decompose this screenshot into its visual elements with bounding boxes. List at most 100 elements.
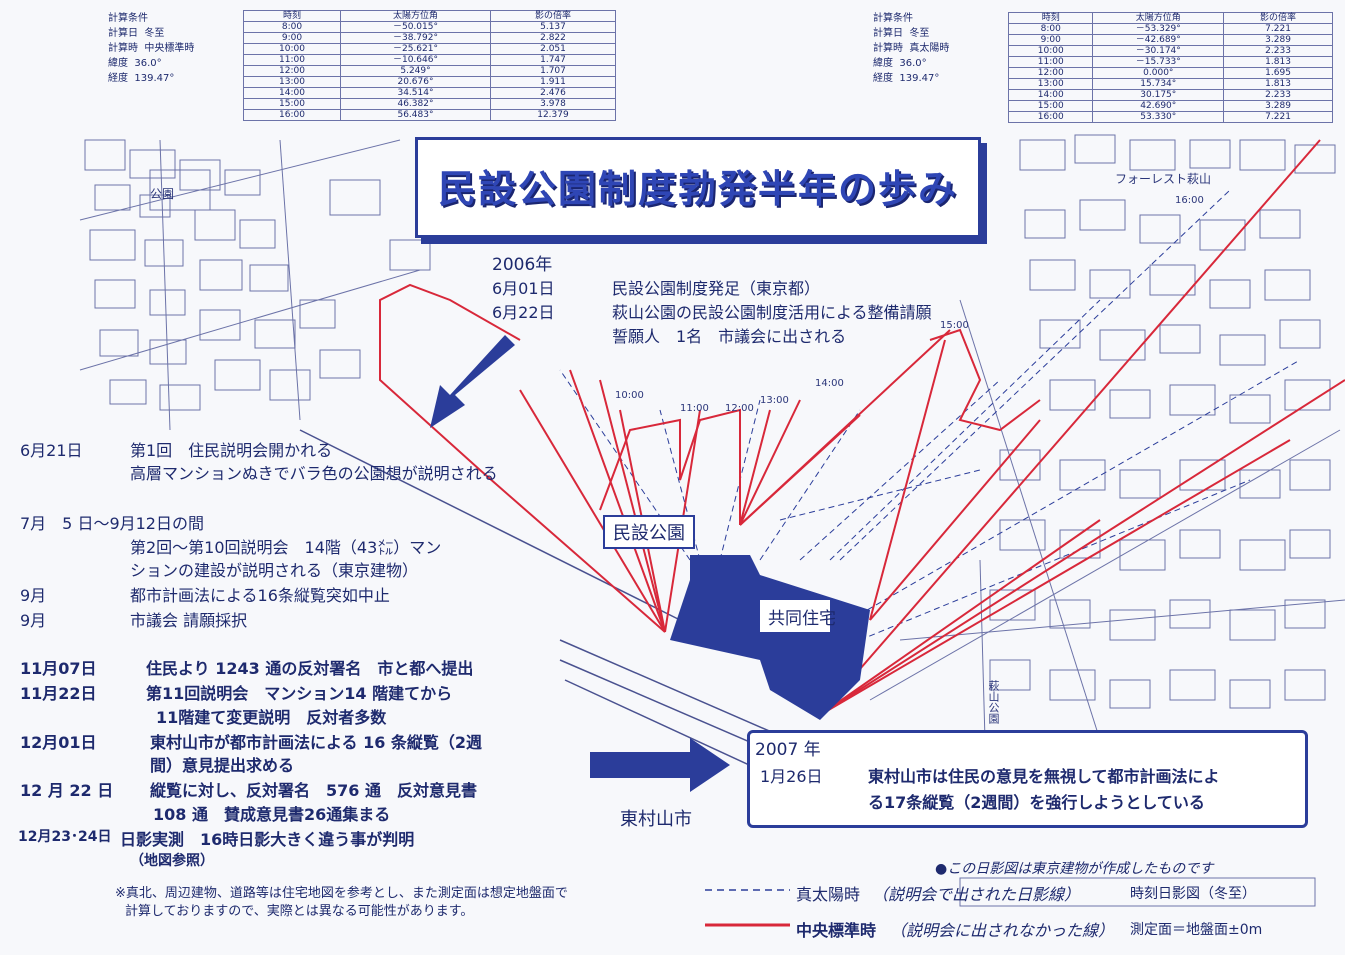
- table-cell: 12:00: [243, 65, 341, 77]
- table-cell: 13:00: [1007, 78, 1094, 90]
- table-row: 8:00－53.329°7.221: [1007, 23, 1333, 35]
- event-text: 高層マンションぬきでバラ色の公園想が説明される: [130, 464, 498, 483]
- table-cell: 14:00: [243, 87, 341, 99]
- event-date: 6月21日: [20, 441, 83, 460]
- legend-blue-right: 時刻日影図（冬至）: [1130, 886, 1256, 902]
- left-calc-conditions: 計算条件 計算日 冬至 計算時 中央標準時 緯度 36.0° 経度 139.47…: [108, 11, 194, 86]
- table-cell: 0.000°: [1092, 67, 1225, 79]
- table-cell: 5.137: [489, 21, 617, 33]
- cond-row: 経度 139.47°: [873, 73, 940, 84]
- table-cell: －42.689°: [1092, 34, 1225, 46]
- footnote-line: 計算しておりますので、実際とは異なる可能性があります。: [125, 904, 474, 919]
- col-header: 影の倍率: [489, 10, 617, 22]
- table-cell: 1.707: [489, 65, 617, 77]
- table-cell: －50.015°: [340, 21, 491, 33]
- table-cell: 11:00: [1007, 56, 1094, 68]
- table-cell: －10.646°: [340, 54, 491, 66]
- table-cell: －38.792°: [340, 32, 491, 44]
- arrow-down-left-icon: [430, 335, 515, 428]
- col-header: 太陽方位角: [340, 10, 491, 22]
- event-text: 日影実測 16時日影大きく違う事が判明: [120, 830, 415, 849]
- table-cell: 8:00: [243, 21, 341, 33]
- table-cell: 7.221: [1223, 111, 1333, 123]
- cond-row: 緯度 36.0°: [873, 58, 927, 69]
- cond-header: 計算条件: [108, 13, 148, 24]
- table-cell: 8:00: [1007, 23, 1094, 35]
- table-cell: 3.289: [1223, 100, 1333, 112]
- city-label: 東村山市: [620, 809, 692, 830]
- table-cell: 15:00: [1007, 100, 1094, 112]
- table-cell: 14:00: [1007, 89, 1094, 101]
- table-cell: 2.233: [1223, 45, 1333, 57]
- event-date: 1月26日: [760, 767, 823, 786]
- table-row: 10:00－30.174°2.233: [1007, 45, 1333, 57]
- event-text: 第11回説明会 マンション14 階建てから: [146, 684, 453, 703]
- time-label: 16:00: [1175, 195, 1204, 206]
- event-date: 6月01日: [492, 279, 555, 298]
- cond-row: 緯度 36.0°: [108, 58, 162, 69]
- event-text: 間）意見提出求める: [150, 756, 295, 775]
- event-text: 民設公園制度発足（東京都）: [612, 279, 821, 298]
- table-cell: 1.911: [489, 76, 617, 88]
- event-text: 萩山公園の民設公園制度活用による整備請願: [612, 303, 932, 322]
- event-text: 東村山市が都市計画法による 16 条縦覧（2週: [150, 733, 483, 752]
- event-text: 住民より 1243 通の反対署名 市と都へ提出: [146, 659, 474, 678]
- table-cell: 7.221: [1223, 23, 1333, 35]
- event-text: 11階建て変更説明 反対者多数: [156, 708, 387, 727]
- table-cell: －25.621°: [340, 43, 491, 55]
- event-text: （地図参照）: [130, 853, 214, 869]
- table-cell: 5.249°: [340, 65, 491, 77]
- table-cell: 3.978: [489, 98, 617, 110]
- arrow-right-icon: [590, 738, 730, 792]
- table-cell: －15.733°: [1092, 56, 1225, 68]
- event-box-2007: 2007 年 1月26日 東村山市は住民の意見を無視して都市計画法によ る17条…: [747, 730, 1308, 828]
- year-2007: 2007 年: [755, 740, 821, 760]
- table-cell: 20.676°: [340, 76, 491, 88]
- table-cell: 11:00: [243, 54, 341, 66]
- time-label: 14:00: [815, 378, 844, 389]
- event-text: 市議会 請願採択: [130, 611, 248, 630]
- event-text: る17条縦覧（2週間）を強行しようとしている: [868, 793, 1205, 812]
- event-text: 東村山市は住民の意見を無視して都市計画法によ: [868, 767, 1220, 786]
- hagiyama-label: 萩山公園: [987, 680, 1000, 724]
- event-date: 6月22日: [492, 303, 555, 322]
- table-cell: 15.734°: [1092, 78, 1225, 90]
- table-cell: 56.483°: [340, 109, 491, 121]
- table-cell: 9:00: [1007, 34, 1094, 46]
- event-date: 7月 5 日～9月12日の間: [20, 514, 204, 533]
- table-row: 9:00－38.792°2.822: [243, 32, 617, 44]
- event-text: 縦覧に対し、反対署名 576 通 反対意見書: [150, 781, 477, 800]
- legend-blue-label: 真太陽時: [796, 885, 861, 904]
- event-date: 12 月 22 日: [20, 781, 114, 800]
- cond-row: 計算日 冬至: [108, 28, 165, 39]
- table-cell: 53.330°: [1092, 111, 1225, 123]
- legend-red-label: 中央標準時: [796, 921, 877, 940]
- table-cell: 15:00: [243, 98, 341, 110]
- table-cell: 46.382°: [340, 98, 491, 110]
- table-cell: 42.690°: [1092, 100, 1225, 112]
- handwritten-note: ●この日影図は東京建物が作成したものです: [935, 861, 1214, 877]
- legend-red-hand: （説明会に出されなかった線）: [890, 921, 1115, 940]
- table-cell: 34.514°: [340, 87, 491, 99]
- table-cell: 1.747: [489, 54, 617, 66]
- table-cell: 12:00: [1007, 67, 1094, 79]
- park-label: 民設公園: [603, 515, 695, 549]
- street-grid-right: [869, 134, 1345, 806]
- apartment-building: [670, 555, 870, 720]
- event-text: ションの建設が説明される（東京建物）: [130, 561, 419, 580]
- table-cell: 10:00: [1007, 45, 1094, 57]
- event-date: 12月01日: [20, 733, 97, 752]
- footnote-line: ※真北、周辺建物、道路等は住宅地図を参考とし、また測定面は想定地盤面で: [115, 886, 568, 901]
- table-cell: －30.174°: [1092, 45, 1225, 57]
- page-title: 民設公園制度勃発半年の歩み: [437, 167, 958, 211]
- time-label: 10:00: [615, 390, 644, 401]
- event-text: 第1回 住民説明会開かれる: [130, 441, 333, 460]
- time-label: 15:00: [940, 320, 969, 331]
